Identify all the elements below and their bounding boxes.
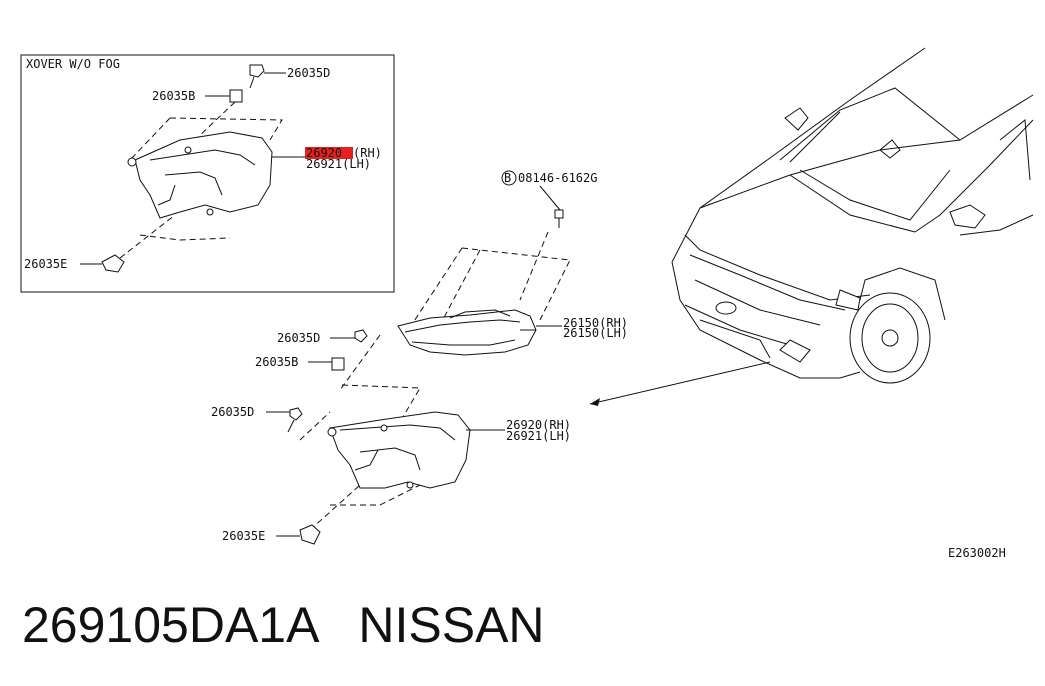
label-08146-6162g: 08146-6162G [518, 171, 597, 185]
clip-b-main: 26035B [255, 355, 345, 371]
bolt-d-lower: 26035D [211, 405, 303, 433]
inset-bracket [127, 131, 305, 219]
label-26035d-lower: 26035D [211, 405, 254, 419]
clip-e-main: 26035E [222, 524, 321, 545]
part-number-caption: 269105DA1A NISSAN [22, 597, 545, 653]
highlight-box [305, 147, 353, 159]
diagram-code: E263002H [948, 546, 1006, 560]
inset-clip-e: 26035E [24, 254, 125, 273]
inset-label-rh: (RH) [353, 146, 382, 160]
label-26035d-upper: 26035D [277, 331, 320, 345]
inset-label-26035b: 26035B [152, 89, 195, 103]
label-26150-lh: 26150(LH) [563, 326, 628, 340]
inset-title: XOVER W/O FOG [26, 57, 120, 71]
bolt-prefix: B [504, 171, 511, 185]
inset-label-26920: 26920 [306, 146, 342, 160]
fog-lamp: 26150(RH) 26150(LH) [397, 309, 628, 356]
label-26150-rh: 26150(RH) [563, 316, 628, 330]
label-26921-lh: 26921(LH) [506, 429, 571, 443]
label-26920-rh: 26920(RH) [506, 418, 571, 432]
main-exploded-view: B 08146-6162G 26150(RH) 26150(LH) 26035D [211, 170, 771, 545]
inset-bolt-d: 26035D [249, 64, 330, 89]
label-26035b-main: 26035B [255, 355, 298, 369]
inset-label-26035d: 26035D [287, 66, 330, 80]
vehicle-illustration [671, 47, 1034, 384]
inset-label-26921: 26921(LH) [306, 157, 371, 171]
location-arrow [589, 361, 771, 405]
inset-clip-b: 26035B [152, 89, 243, 103]
bolt-d-upper: 26035D [277, 329, 368, 345]
inset-panel: XOVER W/O FOG 26035D 26035B [20, 54, 395, 293]
bracket-main: 26920(RH) 26921(LH) [327, 411, 571, 489]
label-26035e-main: 26035E [222, 529, 265, 543]
inset-label-26035e: 26035E [24, 257, 67, 271]
